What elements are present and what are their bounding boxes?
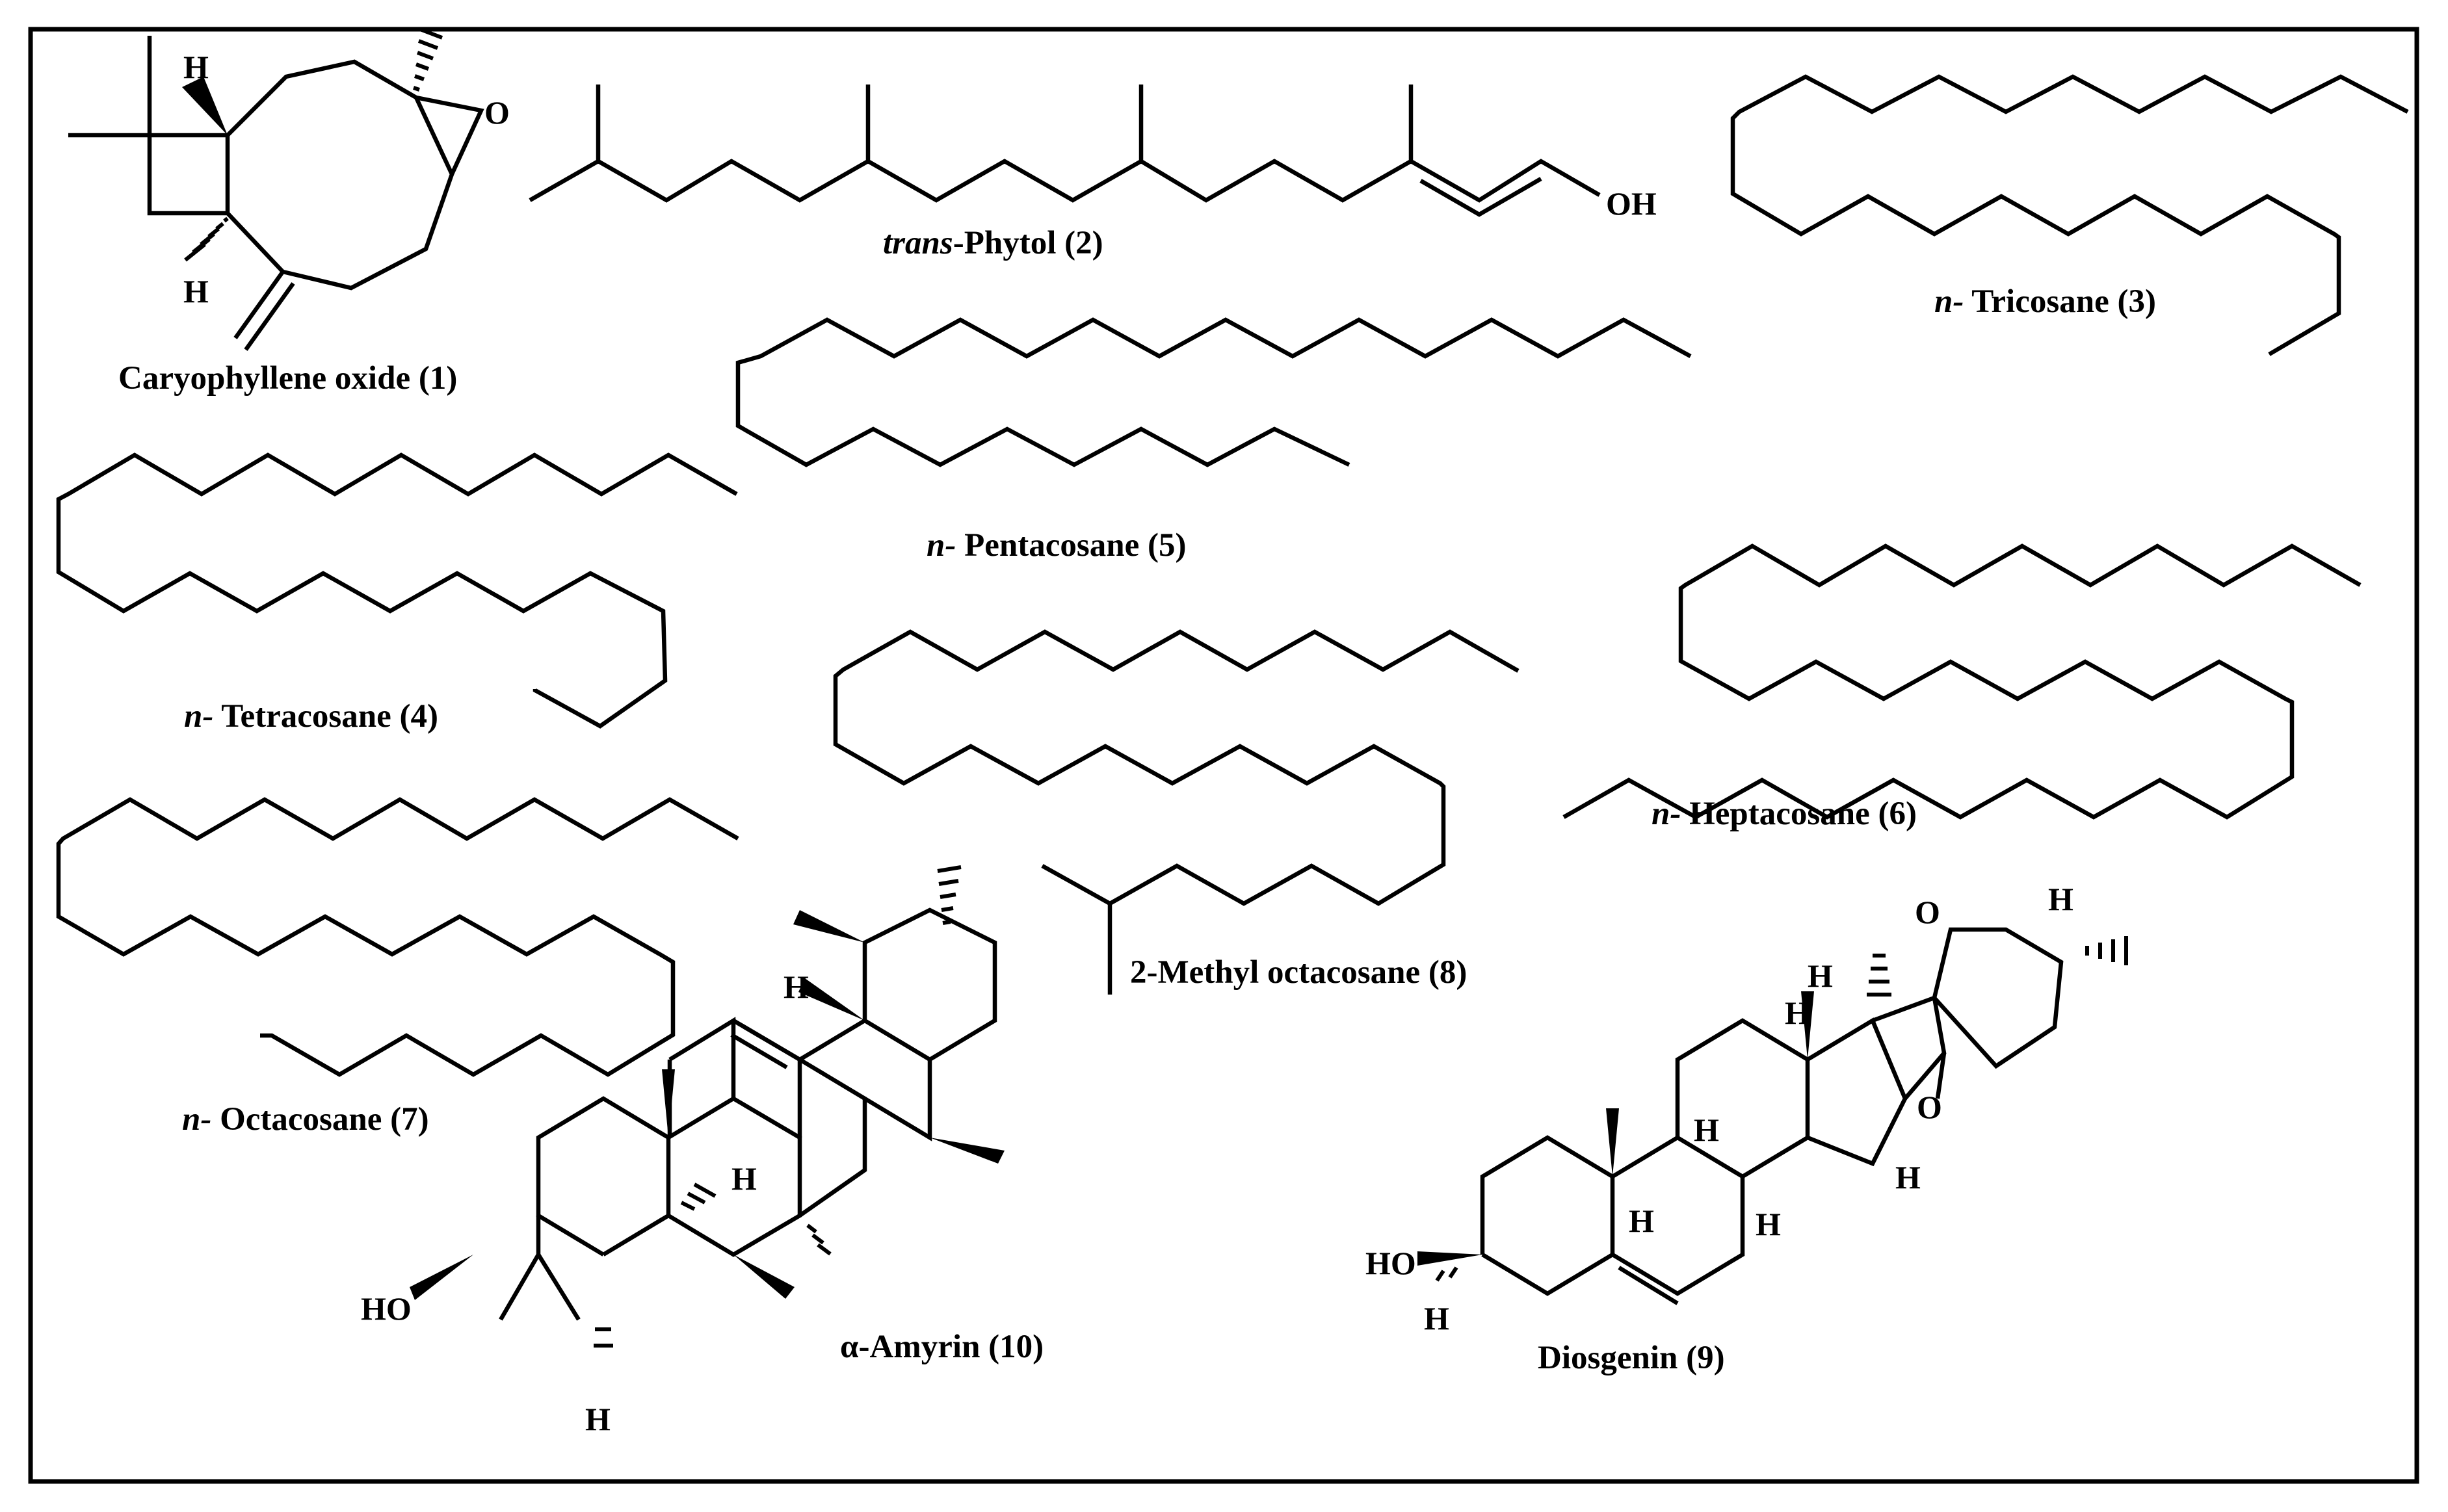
label-compound-4: n- Tetracosane (4) (184, 698, 438, 735)
atom-H: H (1424, 1300, 1449, 1336)
label-compound-1: Caryophyllene oxide (1) (118, 360, 457, 397)
structure-n-heptacosane (1562, 543, 2362, 820)
atom-H: H (183, 49, 209, 85)
atom-H: H (183, 273, 209, 309)
label-compound-9: Diosgenin (9) (1538, 1340, 1725, 1376)
figure-frame (28, 27, 2419, 1484)
structure-n-tricosane (1730, 74, 2409, 356)
label-compound-3: n- Tricosane (3) (1934, 283, 2156, 320)
structure-diosgenin: HO H H H H H H H H O O (1365, 881, 2128, 1336)
label-name: Heptacosane (6) (1681, 796, 1917, 832)
structure-n-octacosane (56, 797, 739, 1077)
atom-H: H (1808, 958, 1833, 994)
label-compound-8: 2-Methyl octacosane (8) (1130, 954, 1467, 991)
label-prefix: trans (883, 225, 953, 261)
hash-bonds-amyrin (594, 865, 962, 1348)
label-prefix: n- (1652, 796, 1681, 832)
atom-H: H (2048, 881, 2073, 917)
label-prefix: n- (927, 527, 956, 564)
label-prefix: n- (184, 698, 213, 735)
label-name: Pentacosane (5) (956, 527, 1186, 564)
label-name: Tetracosane (4) (213, 698, 438, 735)
hash-bond-caryophyllene-methyl (413, 27, 443, 92)
atom-HO: HO (1365, 1245, 1416, 1281)
atom-H: H (1629, 1203, 1654, 1239)
label-name: Tricosane (3) (1964, 283, 2156, 320)
atom-H: H (1756, 1206, 1781, 1242)
atom-H: H (1785, 995, 1810, 1031)
label-prefix: n- (1934, 283, 1964, 320)
structure-caryophyllene-oxide: H H O (68, 27, 510, 351)
atom-O: O (1917, 1089, 1942, 1125)
structure-trans-phytol: OH (529, 85, 1657, 222)
structure-2-methyl-octacosane (833, 629, 1520, 995)
label-compound-5: n- Pentacosane (5) (927, 527, 1186, 564)
atom-HO: HO (361, 1290, 412, 1327)
atom-H: H (585, 1401, 611, 1437)
structure-alpha-amyrin: HO H H H (361, 865, 1005, 1437)
label-compound-7: n- Octacosane (7) (182, 1101, 429, 1138)
atom-H: H (1694, 1112, 1719, 1148)
atom-H: H (731, 1160, 757, 1197)
hash-bonds-diosgenin (1435, 936, 2128, 1282)
label-name: -Phytol (2) (953, 225, 1103, 261)
atom-H: H (1895, 1159, 1921, 1195)
label-name: Octacosane (7) (211, 1101, 428, 1138)
label-compound-2: trans-Phytol (2) (883, 225, 1103, 261)
label-prefix: n- (182, 1101, 211, 1138)
atom-H: H (783, 969, 809, 1005)
atom-O: O (484, 94, 510, 131)
atom-OH: OH (1606, 185, 1657, 222)
structure-n-tetracosane (56, 452, 738, 729)
label-compound-10: α-Amyrin (10) (840, 1329, 1044, 1365)
atom-O: O (1915, 894, 1940, 930)
hash-bond-caryophyllene (184, 216, 229, 262)
structure-n-pentacosane (735, 317, 1692, 467)
label-compound-6: n- Heptacosane (6) (1652, 796, 1917, 832)
